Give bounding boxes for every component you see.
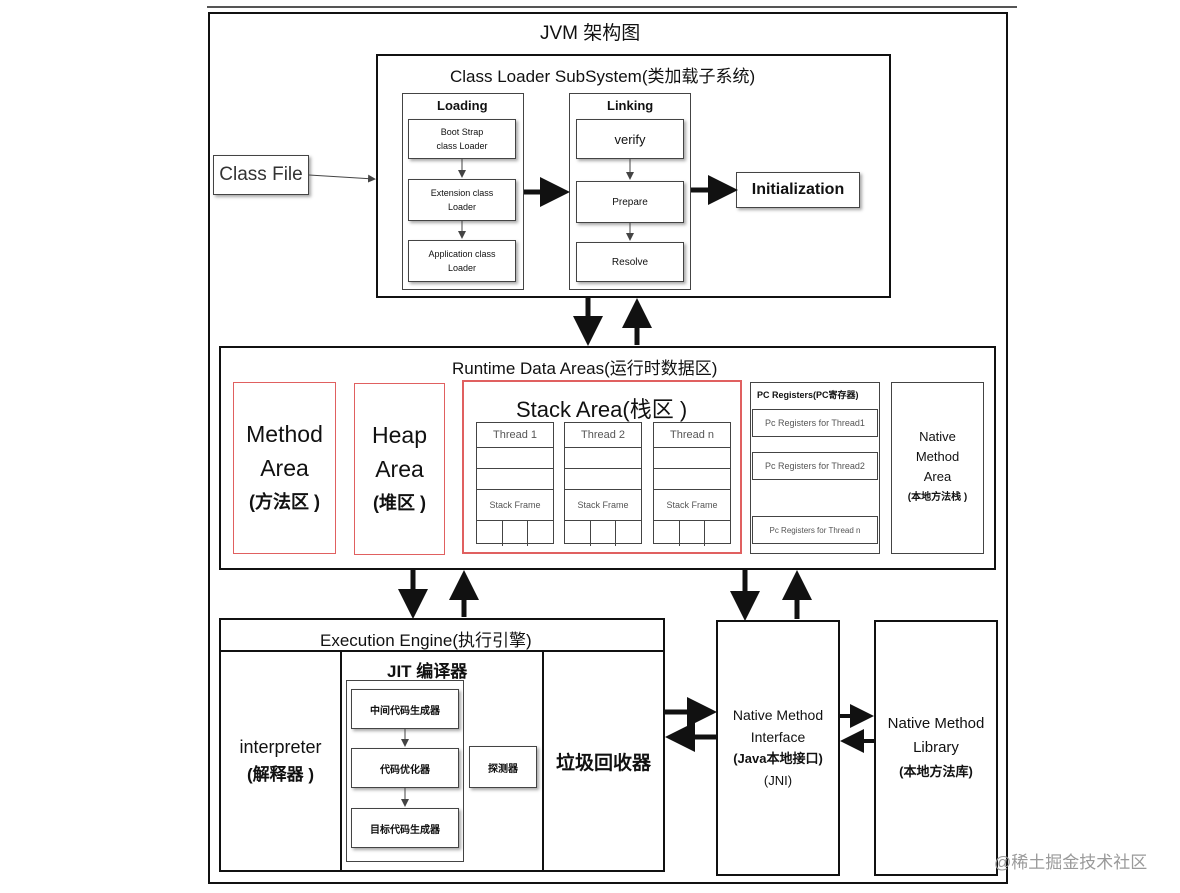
optimizer-label: 代码优化器 (380, 764, 430, 776)
thread-column-n: Thread n Stack Frame (653, 422, 731, 546)
initialization-label: Initialization (751, 181, 845, 198)
method-area-box: Method Area (方法区 ) (233, 382, 336, 554)
pc-register-thread1: Pc Registers for Thread1 (752, 409, 878, 437)
method-area-line3: (方法区 ) (249, 492, 320, 512)
native-library-line3: (本地方法库) (899, 764, 973, 779)
thread-n-frame: Stack Frame (654, 490, 730, 521)
thread-1-label: Thread 1 (492, 429, 538, 441)
thread-2-header: Thread 2 (565, 423, 641, 448)
initialization-box: Initialization (736, 172, 860, 208)
jni-line4: (JNI) (763, 773, 793, 788)
jit-compiler-title: JIT 编译器 (387, 662, 468, 681)
native-library-box: Native Method Library (本地方法库) (874, 620, 998, 876)
jni-box: Native Method Interface (Java本地接口) (JNI) (716, 620, 840, 876)
runtime-title: Runtime Data Areas(运行时数据区) (452, 359, 718, 378)
verify-box: verify (576, 119, 684, 159)
ir-generator-label: 中间代码生成器 (370, 705, 440, 717)
pc-registers-title: PC Registers(PC寄存器) (757, 390, 859, 400)
class-loader-title: Class Loader SubSystem(类加载子系统) (450, 67, 756, 86)
bootstrap-loader-label: Boot Strap class Loader (436, 127, 488, 151)
target-generator-label: 目标代码生成器 (370, 824, 440, 836)
prepare-box: Prepare (576, 181, 684, 223)
thread-n-slot (654, 448, 730, 469)
optimizer-box: 代码优化器 (351, 748, 459, 788)
native-method-stack-box: Native Method Area (本地方法栈 ) (891, 382, 984, 554)
thread-2-slot (565, 469, 641, 490)
heap-area-line1: Heap (372, 422, 427, 448)
thread-2-slot (565, 448, 641, 469)
thread-2-frame-cells (565, 521, 641, 546)
jni-line3: (Java本地接口) (733, 751, 823, 766)
thread-1-header: Thread 1 (477, 423, 553, 448)
interpreter-line2: (解释器 ) (246, 765, 315, 784)
thread-1-slot (477, 448, 553, 469)
jni-line2: Interface (750, 729, 806, 745)
target-generator-box: 目标代码生成器 (351, 808, 459, 848)
stack-area-title: Stack Area(栈区 ) (516, 397, 688, 422)
native-library-line2: Library (913, 739, 959, 756)
thread-1-frame-label: Stack Frame (489, 500, 541, 510)
linking-title: Linking (607, 98, 654, 113)
watermark: @稀土掘金技术社区 (994, 853, 1148, 872)
resolve-label: Resolve (611, 256, 649, 268)
classfile-arrow (308, 174, 376, 183)
interpreter-line1: interpreter (239, 737, 322, 757)
thread-column-2: Thread 2 Stack Frame (564, 422, 642, 546)
jni-line1: Native Method (732, 707, 824, 723)
application-loader-label: Application class Loader (428, 249, 496, 273)
jvm-title: JVM 架构图 (540, 23, 641, 44)
method-area-line2: Area (260, 455, 309, 481)
pc-register-threadn: Pc Registers for Thread n (752, 516, 878, 544)
thread-2-label: Thread 2 (580, 429, 626, 441)
thread-n-slot (654, 469, 730, 490)
resolve-box: Resolve (576, 242, 684, 282)
thread-1-frame: Stack Frame (477, 490, 553, 521)
profiler-box: 探测器 (469, 746, 537, 788)
native-stack-line1: Native (919, 429, 956, 444)
execution-engine-title: Execution Engine(执行引擎) (320, 631, 532, 650)
extension-loader-label: Extension class Loader (430, 188, 494, 212)
native-library-line1: Native Method (887, 715, 985, 732)
thread-n-frame-label: Stack Frame (666, 500, 718, 510)
native-stack-line4: (本地方法栈 ) (907, 492, 968, 503)
extension-loader-box: Extension class Loader (408, 179, 516, 221)
garbage-collector-label: 垃圾回收器 (555, 752, 651, 774)
loading-title: Loading (437, 98, 488, 113)
pc-register-threadn-label: Pc Registers for Thread n (769, 525, 861, 535)
heap-area-line2: Area (375, 456, 424, 482)
class-file-label: Class File (219, 164, 303, 185)
top-rule (207, 6, 1017, 8)
native-stack-line2: Method (915, 449, 960, 464)
execution-engine-title-bar (219, 618, 665, 652)
native-stack-line3: Area (923, 469, 952, 484)
ir-generator-box: 中间代码生成器 (351, 689, 459, 729)
thread-2-frame-label: Stack Frame (577, 500, 629, 510)
method-area-line1: Method (246, 421, 323, 447)
pc-register-thread1-label: Pc Registers for Thread1 (765, 418, 865, 428)
thread-n-frame-cells (654, 521, 730, 546)
thread-1-slot (477, 469, 553, 490)
thread-2-frame: Stack Frame (565, 490, 641, 521)
prepare-label: Prepare (612, 196, 648, 208)
pc-register-thread2-label: Pc Registers for Thread2 (765, 461, 865, 471)
stack-area-box (462, 380, 742, 554)
verify-label: verify (614, 131, 646, 147)
bootstrap-loader-box: Boot Strap class Loader (408, 119, 516, 159)
heap-area-box: Heap Area (堆区 ) (354, 383, 445, 555)
thread-n-header: Thread n (654, 423, 730, 448)
profiler-label: 探测器 (488, 763, 518, 775)
application-loader-box: Application class Loader (408, 240, 516, 282)
interpreter-box: interpreter (解释器 ) (219, 650, 342, 872)
garbage-collector-box: 垃圾回收器 (542, 650, 665, 872)
class-file-box: Class File (213, 155, 309, 195)
thread-1-frame-cells (477, 521, 553, 546)
heap-area-line3: (堆区 ) (373, 493, 426, 513)
thread-n-label: Thread n (669, 429, 715, 441)
thread-column-1: Thread 1 Stack Frame (476, 422, 554, 546)
pc-register-thread2: Pc Registers for Thread2 (752, 452, 878, 480)
